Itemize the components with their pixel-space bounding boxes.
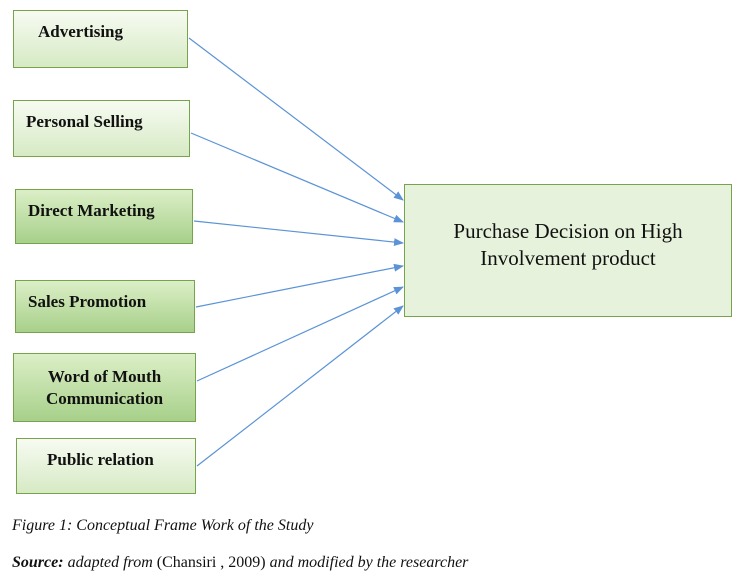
arrow-word-of-mouth xyxy=(196,286,404,382)
target-box-purchase-decision: Purchase Decision on High Involvement pr… xyxy=(404,184,732,317)
source-text-2: and modified by the researcher xyxy=(265,554,469,571)
factor-box-public-relation: Public relation xyxy=(16,438,196,494)
arrow-advertising xyxy=(188,37,404,201)
source-text-1: adapted from xyxy=(63,554,157,571)
figure-caption-text: Figure 1: Conceptual Frame Work of the S… xyxy=(12,517,314,534)
factor-label: Direct Marketing xyxy=(28,201,155,220)
arrow-personal-selling xyxy=(190,132,404,223)
factor-label: Personal Selling xyxy=(26,112,143,131)
figure-caption: Figure 1: Conceptual Frame Work of the S… xyxy=(12,517,313,535)
factor-label: Sales Promotion xyxy=(28,292,147,311)
factor-box-advertising: Advertising xyxy=(13,10,188,68)
factor-box-sales-promotion: Sales Promotion xyxy=(15,280,195,333)
arrow-direct-marketing xyxy=(193,220,404,247)
source-citation: (Chansiri , 2009) xyxy=(156,554,266,571)
source-caption: Source: adapted from (Chansiri , 2009) a… xyxy=(12,554,468,572)
factor-label: Advertising xyxy=(38,22,123,41)
arrow-public-relation xyxy=(196,305,404,467)
factor-label: Word of Mouth Communication xyxy=(45,367,164,408)
source-label: Source: xyxy=(12,554,64,571)
factor-box-word-of-mouth: Word of Mouth Communication xyxy=(13,353,196,422)
target-label: Purchase Decision on High Involvement pr… xyxy=(453,219,683,270)
factor-box-direct-marketing: Direct Marketing xyxy=(15,189,193,244)
arrow-sales-promotion xyxy=(195,263,404,308)
factor-label: Public relation xyxy=(47,450,154,469)
factor-box-personal-selling: Personal Selling xyxy=(13,100,190,157)
